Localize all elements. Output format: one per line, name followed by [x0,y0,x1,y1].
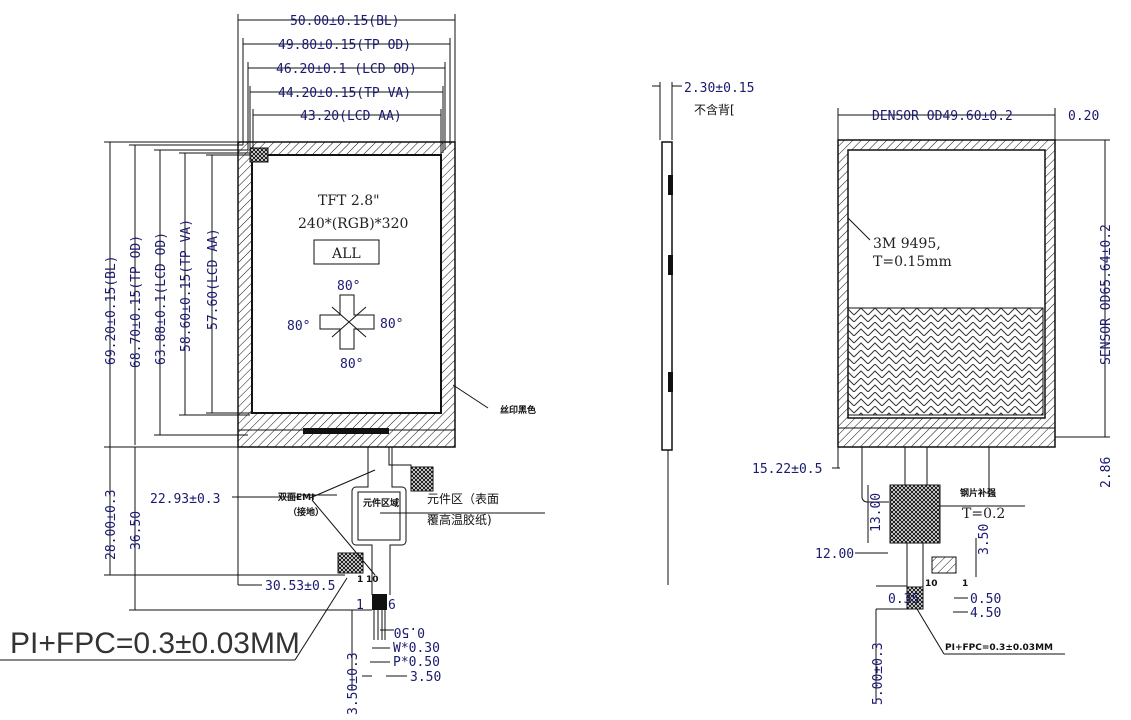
dim-lcd-od-width: 46.20±0.1 (LCD OD) [276,62,417,77]
dim-15-22: 15.22±0.5 [752,462,822,477]
pin-1-label: 1 [357,575,363,585]
left-dimensions: 69.20±0.15(BL) 68.70±0.15(TP OD) 63.88±0… [104,141,372,611]
dim-lcd-aa-height: 57.60(LCD AA) [206,228,221,330]
angle-right: 80° [380,317,403,332]
dim-2-86: 2.86 [1099,457,1114,488]
dim-bl-width: 50.00±0.15(BL) [290,14,400,29]
back-view: DENSOR OD49.60±0.2 0.20 SENSOR OD65.64±0… [752,108,1114,705]
ground-pad [337,552,364,574]
dim-36-50: 36.50 [129,511,144,550]
back-pin-10: 10 [925,579,938,589]
front-view: 50.00±0.15(BL) 49.80±0.15(TP OD) 46.20±0… [0,14,545,715]
dim-tp-od-height: 68.70±0.15(TP OD) [129,235,144,368]
dim-back-0-50: 0.50 [970,592,1001,607]
dim-30-53: 30.53±0.5 [265,579,335,594]
stiffener-thickness: T=0.2 [962,506,1005,522]
dim-0-20: 0.20 [1068,109,1099,124]
dim-3-50-tol: 3.50±0.3 [346,652,361,715]
emi-pad [410,466,434,492]
viewing-angle-icon [319,294,375,350]
dim-0-50: 0.50 [394,624,425,639]
side-view: 2.30±0.15 不含背[ [652,81,754,585]
stiffener [889,484,941,544]
dim-12-00: 12.00 [815,547,854,562]
back-pin-1: 1 [962,579,968,589]
dim-28: 28.00±0.3 [104,490,119,560]
back-ground-pad [906,586,924,610]
dim-13-00: 13.00 [869,493,884,532]
component-note-1: 元件区（表面 [427,492,499,506]
adhesive-tape-area [847,307,1044,416]
component-note-2: 覆高温胶纸) [427,512,492,527]
dim-sensor-od-height: SENSOR OD65.64±0.2 [1099,224,1114,365]
module-side-profile [661,141,673,451]
dim-p: P*0.50 [393,655,440,670]
dim-sensor-od-width: DENSOR OD49.60±0.2 [872,109,1013,124]
pin-1b-label: 1 [356,598,364,613]
silk-note: 丝印黑色 [500,404,536,416]
tape-spec: 3M 9495, [873,236,941,252]
component-area-label: 元件区域 [363,497,399,509]
dim-w: W*0.30 [393,641,440,656]
fpc-bond [303,428,389,434]
product-title: TFT 2.8" [318,193,380,209]
pin-10-label: 10 [366,575,379,585]
dim-tp-od-width: 49.80±0.15(TP OD) [278,38,411,53]
dim-back-3-50: 3.50 [977,524,992,555]
angle-bottom: 80° [340,357,363,372]
stiffener-label: 钢片补强 [960,487,996,499]
dim-0-35: 0.35 [888,592,919,607]
back-pi-fpc-note: PI+FPC=0.3±0.03MM [945,643,1053,653]
top-dimensions: 50.00±0.15(BL) 49.80±0.15(TP OD) 46.20±0… [237,14,456,445]
dim-thickness: 2.30±0.15 [684,81,754,96]
pi-fpc-thickness-note: PI+FPC=0.3±0.03MM [10,627,300,660]
tape-thickness: T=0.15mm [873,254,952,270]
dim-lcd-aa-width: 43.20(LCD AA) [300,109,402,124]
dim-3-50: 3.50 [410,670,441,685]
view-direction-box [313,239,380,265]
dim-bl-height: 69.20±0.15(BL) [104,255,119,365]
fpc-outline [351,447,407,595]
angle-left: 80° [287,319,310,334]
side-note: 不含背[ [694,102,735,117]
back-connector [931,556,957,574]
view-direction: ALL [331,246,361,262]
dim-tp-va-height: 58.60±0.15(TP VA) [179,219,194,352]
emi-sub-label: （接地） [288,506,324,518]
active-area [251,154,442,414]
fpc-connector [372,594,387,610]
resolution: 240*(RGB)*320 [298,216,408,232]
dim-5-00: 5.00±0.3 [871,642,886,705]
dim-lcd-od-height: 63.88±0.1(LCD OD) [154,232,169,365]
dim-tp-va-width: 44.20±0.15(TP VA) [278,86,411,101]
dim-4-50: 4.50 [970,606,1001,621]
angle-top: 80° [337,279,360,294]
pin-6-label: 6 [388,598,396,613]
dim-22-93: 22.93±0.3 [150,492,220,507]
